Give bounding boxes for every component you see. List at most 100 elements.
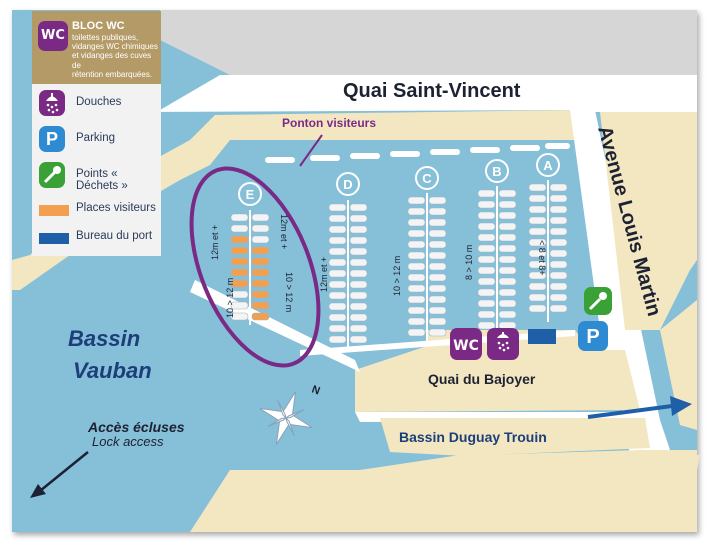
quai-saint-vincent-label: Quai Saint-Vincent	[343, 80, 521, 102]
moored-boat	[251, 257, 270, 266]
moored-boat	[428, 207, 447, 216]
wc-marker[interactable]: WC	[450, 328, 482, 360]
pontoon-e-right-label2: 10 > 12 m	[284, 272, 294, 312]
moored-boat	[477, 310, 496, 319]
ponton-visiteurs-label: Ponton visiteurs	[282, 116, 376, 130]
moored-boat	[498, 200, 517, 209]
parking-icon: P	[39, 126, 65, 152]
moored-boat	[428, 328, 447, 337]
moored-boat	[477, 277, 496, 286]
moored-boat	[407, 328, 426, 337]
pontoon-e-right-label: 12m et +	[279, 214, 289, 249]
moored-boat	[328, 258, 347, 267]
waste-marker[interactable]	[584, 287, 612, 315]
waste-icon	[588, 292, 607, 311]
moored-boat	[498, 233, 517, 242]
bassin-vauban-label-1: Bassin	[68, 326, 140, 351]
moored-boat	[349, 335, 368, 344]
legend-label: Bureau du port	[76, 230, 153, 242]
pontoon-letters: E D C B A	[238, 153, 560, 206]
moored-boat	[528, 216, 547, 225]
moored-boat	[549, 194, 568, 203]
moored-boat	[328, 335, 347, 344]
pontoon-d-letter: D	[343, 177, 352, 192]
moored-boat	[407, 218, 426, 227]
moored-boat	[328, 214, 347, 223]
moored-boat	[251, 235, 270, 244]
moored-boat	[328, 203, 347, 212]
legend-wc-badge: WC	[38, 21, 68, 51]
moored-boat	[477, 321, 496, 330]
moored-boat	[230, 235, 249, 244]
moored-boat	[349, 258, 368, 267]
quai-bajoyer-area	[355, 330, 640, 412]
duguay-arrow-head	[670, 396, 692, 416]
moored-boat	[428, 229, 447, 238]
moored-boat	[477, 189, 496, 198]
moored-boat	[498, 255, 517, 264]
moored-boat	[407, 317, 426, 326]
pontoon-c-label: 10 > 12 m	[392, 256, 402, 296]
legend-label: Douches	[76, 96, 122, 108]
moored-boat	[549, 205, 568, 214]
moored-boat	[428, 240, 447, 249]
pontoon-c-letter: C	[422, 171, 432, 186]
moored-boat	[349, 280, 368, 289]
shower-icon	[39, 90, 65, 116]
moored-boat	[549, 271, 568, 280]
moored-boat	[251, 213, 270, 222]
moored-boat	[498, 321, 517, 330]
moored-boat	[549, 260, 568, 269]
legend-item-bureau: Bureau du port	[32, 230, 161, 260]
legend-item-visiteurs: Places visiteurs	[32, 202, 161, 232]
lower-quay	[380, 418, 650, 456]
visitor-swatch	[39, 205, 69, 216]
quay-top	[40, 75, 697, 112]
moored-boat	[251, 301, 270, 310]
legend-wc-line: rétention embarquées.	[72, 69, 153, 79]
moored-boat	[428, 306, 447, 315]
pontoon-e-left-label: 12m et +	[210, 225, 220, 260]
moored-boat	[549, 293, 568, 302]
moored-boat	[230, 290, 249, 299]
parking-marker[interactable]: P	[578, 321, 608, 351]
moored-boat	[230, 301, 249, 310]
moored-boat	[528, 282, 547, 291]
moored-boat	[477, 211, 496, 220]
harbour-office-marker	[528, 329, 556, 344]
moored-boat	[477, 244, 496, 253]
moored-boat	[328, 313, 347, 322]
moored-boat	[349, 291, 368, 300]
pontoon-a-label: < 8 et 8+	[537, 240, 547, 276]
legend-wc-line: et vidanges des cuves de	[72, 51, 152, 70]
moored-boat	[477, 222, 496, 231]
moored-boat	[477, 288, 496, 297]
legend-wc-title: BLOC WC	[72, 20, 125, 32]
moored-boat	[230, 224, 249, 233]
moored-boat	[407, 284, 426, 293]
moored-boat	[407, 262, 426, 271]
moored-boat	[498, 244, 517, 253]
moored-boat	[428, 262, 447, 271]
moored-boat	[407, 306, 426, 315]
right-quay-2	[660, 300, 697, 430]
moored-boat	[528, 249, 547, 258]
moored-boat	[407, 240, 426, 249]
moored-boat	[428, 196, 447, 205]
pontoon-e-letter: E	[246, 187, 255, 202]
legend: Douches P Parking Points « Déchets » Pla…	[32, 84, 161, 256]
moored-boat	[328, 247, 347, 256]
moored-boat	[549, 249, 568, 258]
moored-boat	[549, 304, 568, 313]
moored-boat	[549, 216, 568, 225]
moored-boat	[251, 279, 270, 288]
moored-boat	[349, 214, 368, 223]
legend-wc-line: vidanges WC chimiques	[72, 42, 158, 52]
moored-boat	[498, 277, 517, 286]
moored-boat	[349, 302, 368, 311]
ponton-visiteurs-ellipse	[189, 166, 321, 368]
moored-boat	[349, 313, 368, 322]
legend-label: Parking	[76, 132, 115, 144]
shower-marker[interactable]	[487, 328, 519, 360]
moored-boat	[549, 183, 568, 192]
